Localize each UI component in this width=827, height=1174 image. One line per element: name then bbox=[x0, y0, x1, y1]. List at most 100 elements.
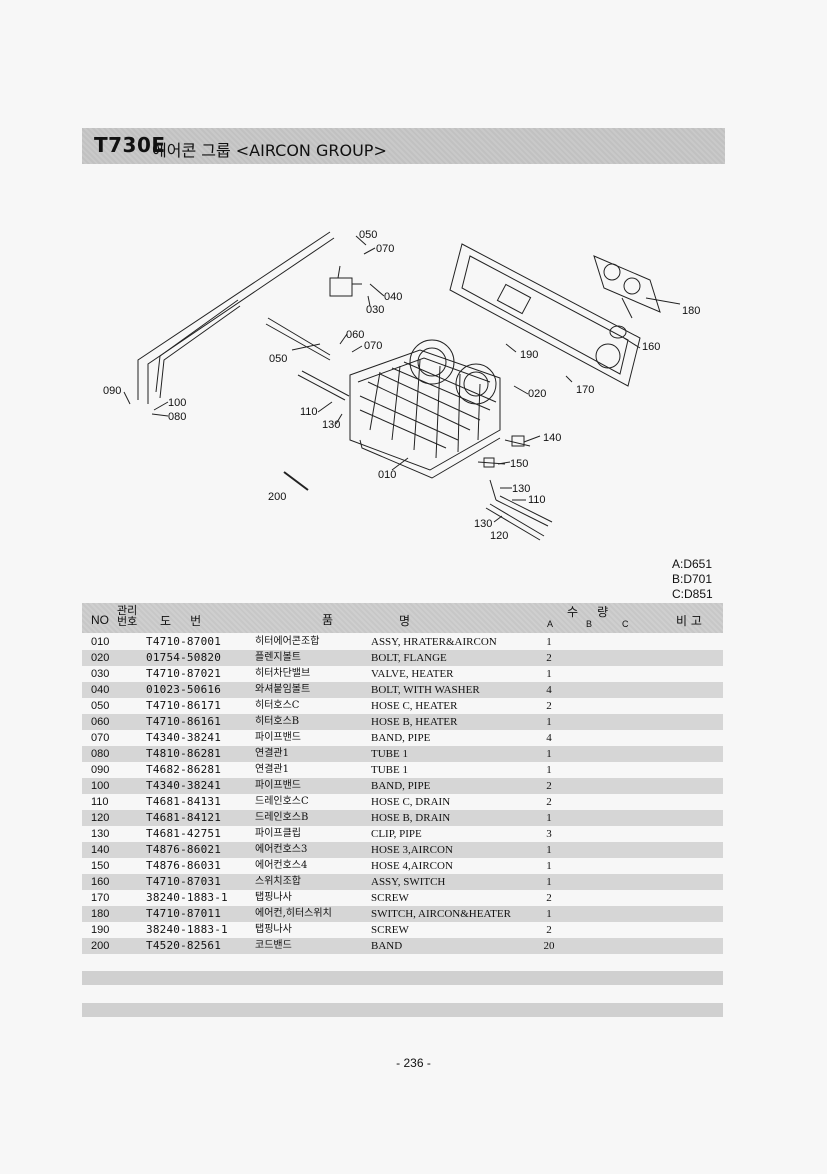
row-part-number: T4810-86281 bbox=[146, 747, 222, 760]
row-korean-name: 와셔붙임볼트 bbox=[255, 684, 311, 695]
row-part-number: T4340-38241 bbox=[146, 779, 222, 792]
row-part-number: T4876-86031 bbox=[146, 859, 222, 872]
diagram-label-140: 140 bbox=[543, 432, 561, 444]
row-korean-name: 히터차단밸브 bbox=[255, 668, 311, 679]
row-english-name: TUBE 1 bbox=[371, 748, 408, 760]
row-part-number: T4876-86021 bbox=[146, 843, 222, 856]
row-english-name: VALVE, HEATER bbox=[371, 668, 454, 680]
row-no: 180 bbox=[91, 908, 110, 920]
row-korean-name: 플렌지볼트 bbox=[255, 652, 301, 663]
row-korean-name: 탭핑나사 bbox=[255, 892, 292, 903]
diagram-label-170: 170 bbox=[576, 384, 594, 396]
header-qty-b: B bbox=[586, 619, 593, 629]
row-english-name: BOLT, FLANGE bbox=[371, 652, 447, 664]
row-no: 200 bbox=[91, 940, 110, 952]
row-no: 100 bbox=[91, 780, 110, 792]
row-english-name: SWITCH, AIRCON&HEATER bbox=[371, 908, 511, 920]
row-english-name: BAND, PIPE bbox=[371, 780, 431, 792]
row-english-name: HOSE 4,AIRCON bbox=[371, 860, 453, 872]
variant-a: A:D651 bbox=[672, 557, 713, 571]
row-qty-a: 4 bbox=[546, 684, 552, 696]
row-no: 020 bbox=[91, 652, 110, 664]
row-no: 080 bbox=[91, 748, 110, 760]
row-part-number: T4710-86171 bbox=[146, 699, 222, 712]
row-part-number: T4710-87011 bbox=[146, 907, 222, 920]
row-part-number: T4710-87031 bbox=[146, 875, 222, 888]
row-english-name: SCREW bbox=[371, 924, 409, 936]
row-no: 090 bbox=[91, 764, 110, 776]
diagram-label-130-right: 130 bbox=[512, 483, 530, 495]
row-part-number: T4681-42751 bbox=[146, 827, 222, 840]
diagram-label-070-mid: 070 bbox=[364, 340, 382, 352]
row-english-name: HOSE 3,AIRCON bbox=[371, 844, 453, 856]
diagram-label-190: 190 bbox=[520, 349, 538, 361]
row-part-number: T4681-84121 bbox=[146, 811, 222, 824]
header-qty: 수 량 bbox=[567, 605, 609, 619]
row-qty-a: 2 bbox=[546, 700, 552, 712]
row-no: 160 bbox=[91, 876, 110, 888]
empty-row bbox=[82, 971, 723, 985]
row-qty-a: 1 bbox=[546, 876, 552, 888]
row-korean-name: 코드밴드 bbox=[255, 940, 292, 951]
row-qty-a: 4 bbox=[546, 732, 552, 744]
row-korean-name: 히터호스C bbox=[255, 700, 300, 711]
row-qty-a: 1 bbox=[546, 764, 552, 776]
header-qty-c: C bbox=[622, 619, 629, 629]
row-qty-a: 1 bbox=[546, 860, 552, 872]
row-no: 040 bbox=[91, 684, 110, 696]
header-drawing-number: 도 번 bbox=[160, 614, 202, 628]
row-part-number: T4710-86161 bbox=[146, 715, 222, 728]
row-no: 050 bbox=[91, 700, 110, 712]
row-korean-name: 드레인호스B bbox=[255, 812, 309, 823]
row-part-number: T4681-84131 bbox=[146, 795, 222, 808]
row-part-number: T4520-82561 bbox=[146, 939, 222, 952]
header-remarks: 비 고 bbox=[676, 614, 702, 628]
row-part-number: 01754-50820 bbox=[146, 651, 222, 664]
row-korean-name: 히터에어콘조합 bbox=[255, 636, 320, 647]
row-english-name: HOSE B, DRAIN bbox=[371, 812, 451, 824]
row-qty-a: 1 bbox=[546, 716, 552, 728]
diagram-label-050-top: 050 bbox=[359, 229, 377, 241]
row-korean-name: 드레인호스C bbox=[255, 796, 309, 807]
exploded-parts-diagram: 050 070 040 030 060 070 050 090 100 080 … bbox=[103, 229, 700, 542]
empty-row bbox=[82, 1003, 723, 1017]
row-no: 150 bbox=[91, 860, 110, 872]
diagram-label-030: 030 bbox=[366, 304, 384, 316]
row-part-number: 01023-50616 bbox=[146, 683, 222, 696]
row-korean-name: 탭핑나사 bbox=[255, 924, 292, 935]
diagram-label-130-left: 130 bbox=[322, 419, 340, 431]
row-qty-a: 20 bbox=[543, 940, 555, 952]
diagram-label-020: 020 bbox=[528, 388, 546, 400]
row-no: 130 bbox=[91, 828, 110, 840]
row-english-name: ASSY, HRATER&AIRCON bbox=[371, 636, 497, 648]
diagram-label-130-bottom: 130 bbox=[474, 518, 492, 530]
row-no: 190 bbox=[91, 924, 110, 936]
row-qty-a: 2 bbox=[546, 780, 552, 792]
page-title-code: T730E bbox=[94, 133, 166, 157]
table-header bbox=[82, 603, 723, 633]
diagram-label-180: 180 bbox=[682, 305, 700, 317]
diagram-label-100: 100 bbox=[168, 397, 186, 409]
row-no: 010 bbox=[91, 636, 110, 648]
row-english-name: HOSE C, DRAIN bbox=[371, 796, 451, 808]
row-korean-name: 연결관1 bbox=[255, 764, 289, 775]
row-part-number: T4710-87021 bbox=[146, 667, 222, 680]
row-no: 060 bbox=[91, 716, 110, 728]
diagram-label-040: 040 bbox=[384, 291, 402, 303]
row-korean-name: 에어컨호스3 bbox=[255, 844, 308, 855]
row-english-name: BAND, PIPE bbox=[371, 732, 431, 744]
variant-c: C:D851 bbox=[672, 587, 713, 601]
row-no: 140 bbox=[91, 844, 110, 856]
row-no: 110 bbox=[91, 796, 109, 808]
